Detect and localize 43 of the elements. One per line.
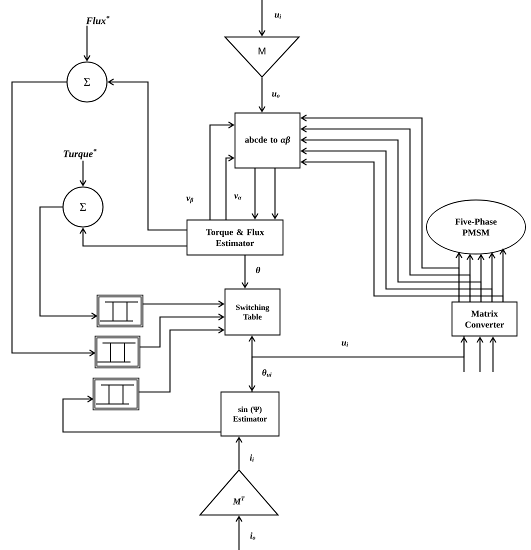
arrow [476,336,484,372]
arrow [142,300,225,308]
arrow [39,206,98,320]
edge-label: i$_{i}$ [248,453,256,463]
arrow [11,81,96,356]
arrow [242,255,248,289]
summing-junction: Σ [66,61,108,103]
arrow [80,160,86,186]
arrow [80,228,187,247]
arrow [62,396,221,433]
input-label: Flux$^{*}$ [86,16,110,24]
arrow [84,26,90,62]
arrow [258,78,266,113]
arrow [236,436,242,470]
arrow [252,168,258,220]
hysteresis-comparator [94,336,140,368]
edge-label: u$_{i}$ [340,340,350,348]
arrow [108,78,187,231]
arrow [258,0,266,36]
block: abcde to αβ [234,112,300,168]
edge-label: θ [254,266,262,274]
edge-label: i$_{o}$ [249,531,257,541]
hysteresis-comparator [92,378,140,410]
arrow [209,122,235,220]
summing-junction: Σ [62,186,104,228]
arrow [490,336,496,372]
arrow [460,336,468,372]
edge-label: v$_{β}$ [185,196,195,204]
edge-label: θ$_{ui}$ [260,368,274,378]
connector-line [251,336,465,392]
arrow [272,168,278,220]
edge-label: u$_{o}$ [270,91,282,99]
block: Torque & Flux Estimator [186,220,284,256]
hysteresis-comparator [96,294,144,328]
block: Matrix Converter [452,302,518,336]
arrow [138,326,225,393]
edge-label: v$_{α}$ [233,193,243,201]
edge-label: u$_{i}$ [273,12,283,20]
arrow [248,335,256,392]
arrow [139,314,225,348]
arrow [225,154,235,220]
input-label: Turque$^{*}$ [64,148,97,160]
arrow [236,516,242,550]
